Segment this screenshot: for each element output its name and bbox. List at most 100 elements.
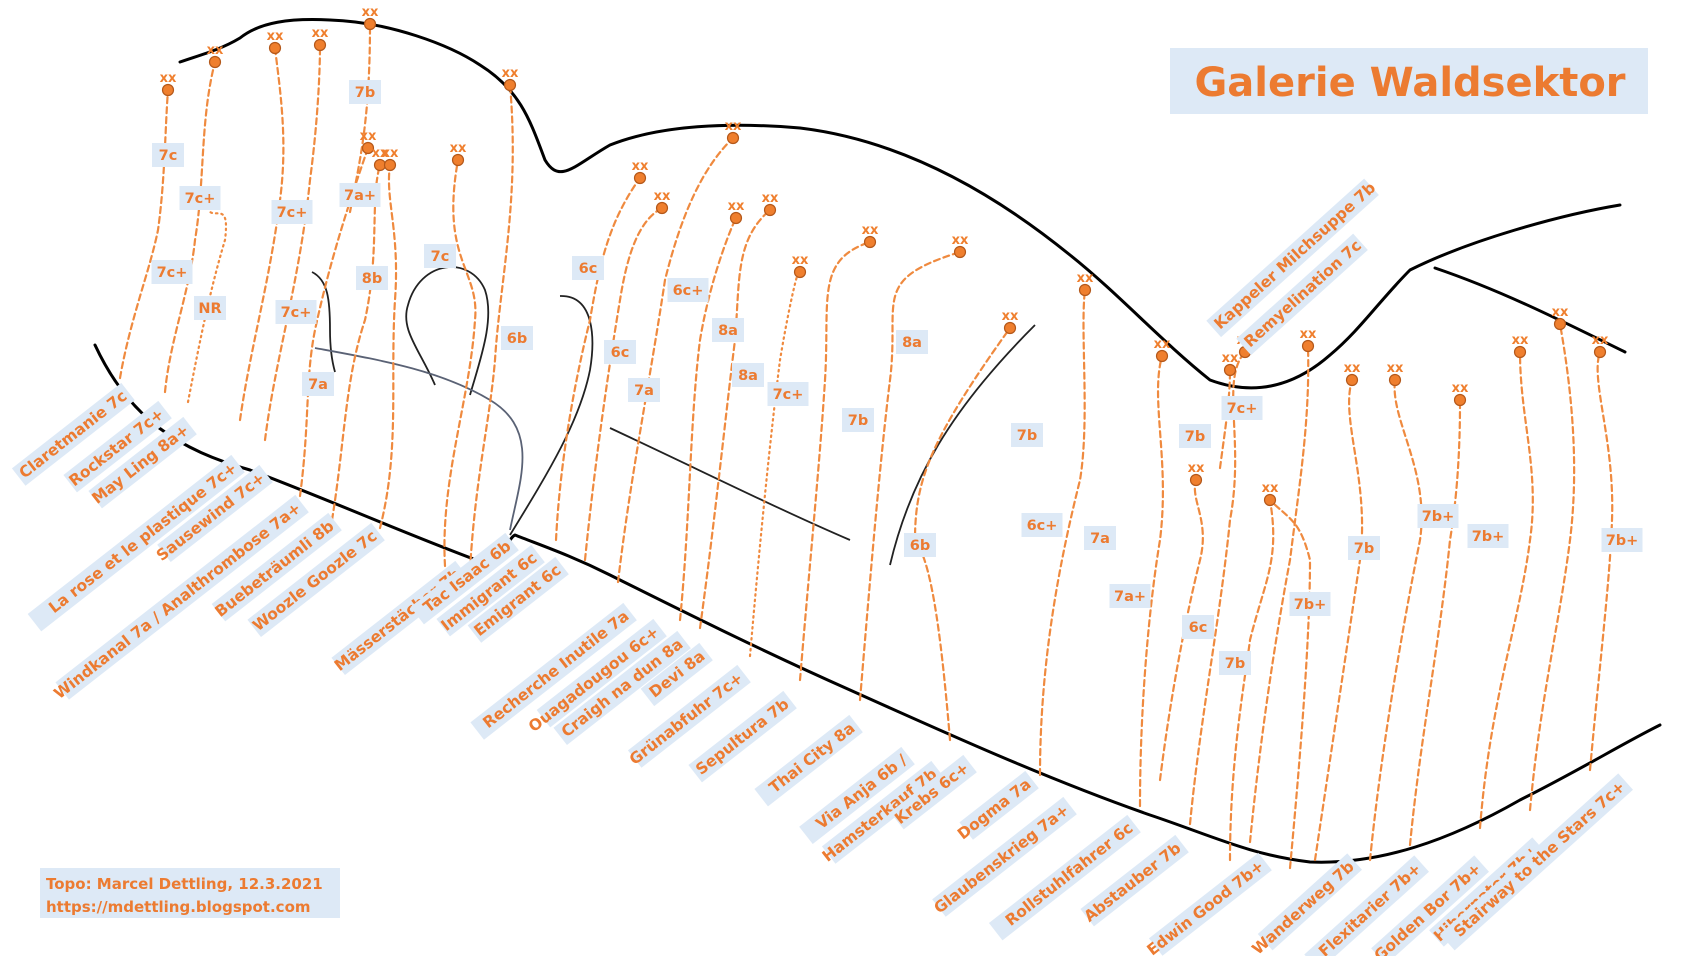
- anchor-mark: xx: [792, 253, 809, 268]
- anchor-mark: xx: [728, 199, 745, 214]
- anchor-icon: [633, 171, 647, 185]
- anchor-icon: [1155, 349, 1169, 363]
- grade-label: 7a+: [1114, 589, 1146, 605]
- anchor-icon: [655, 201, 669, 215]
- grade-label: 7a+: [344, 188, 376, 204]
- route-label-box: [553, 630, 691, 746]
- grades-layer: 7c7c+7c+NR7c+7c+7a7a+8b7c7b6b6c6c7a6c+8a…: [151, 80, 1643, 675]
- grade-label: 8a: [738, 368, 758, 384]
- route-label-box: [799, 746, 915, 845]
- route-line: [1313, 378, 1364, 862]
- route-label-box: [63, 400, 172, 493]
- route-line: [1038, 288, 1087, 777]
- route-label-box: [959, 770, 1039, 840]
- credit-url: https://mdettling.blogspot.com: [46, 898, 311, 916]
- anchor-icon: [268, 41, 282, 55]
- grade-label: 7b+: [1294, 597, 1327, 613]
- route-line: [118, 88, 170, 380]
- grade-box: [339, 183, 381, 207]
- grade-box: [628, 378, 660, 402]
- anchor-mark: xx: [450, 141, 467, 156]
- crack-left: [311, 271, 336, 373]
- anchor-icon: [1003, 321, 1017, 335]
- grade-label: 7c+: [277, 205, 308, 221]
- grade-box: [1348, 536, 1380, 560]
- crack-diagonal: [609, 427, 851, 541]
- grade-label: 7b+: [1422, 509, 1455, 525]
- grade-box: [179, 186, 221, 210]
- anchor-icon: [1513, 345, 1527, 359]
- route-label-box: [627, 664, 751, 768]
- route-label-box: [27, 454, 245, 632]
- anchor-mark: xx: [1262, 481, 1279, 496]
- route-label-box: [688, 690, 797, 783]
- route-line: [678, 216, 738, 622]
- grade-label: 6b: [507, 331, 527, 347]
- route-line: [1158, 478, 1204, 782]
- grade-box: [302, 372, 334, 396]
- anchor-mark: xx: [1387, 361, 1404, 376]
- anchor-mark: xx: [1512, 333, 1529, 348]
- anchor-mark: xx: [360, 129, 377, 144]
- route-label-box: [1304, 855, 1429, 956]
- route-label-box: [890, 754, 977, 830]
- anchor-icon: [451, 153, 465, 167]
- grade-box: [1011, 423, 1043, 447]
- anchor-mark: xx: [762, 191, 779, 206]
- anchor-mark: xx: [654, 189, 671, 204]
- route-label-box: [410, 532, 519, 625]
- grade-label: 7c+: [281, 305, 312, 321]
- credit-box: [40, 868, 340, 918]
- rock-outline-bottom: [93, 343, 1662, 864]
- grade-label: 6c+: [673, 283, 704, 299]
- grade-box: [1021, 513, 1063, 537]
- anchor-icon: [1345, 373, 1359, 387]
- route-label-box: [1206, 178, 1379, 338]
- grade-label: 7c+: [1227, 401, 1258, 417]
- route-line: [858, 250, 962, 702]
- route-label-box: [436, 544, 545, 637]
- grade-label: 7b: [1354, 541, 1374, 557]
- anchor-mark: xx: [862, 223, 879, 238]
- anchor-mark: xx: [1592, 333, 1609, 348]
- anchor-icon: [361, 141, 375, 155]
- anchor-mark: xx: [1077, 271, 1094, 286]
- route-label-box: [536, 618, 667, 728]
- route-line: [1228, 498, 1275, 862]
- credit-author: Topo: Marcel Dettling, 12.3.2021: [46, 875, 323, 893]
- grade-box: [1221, 396, 1263, 420]
- grade-label: 6c+: [1027, 518, 1058, 534]
- grade-label: 7b: [355, 85, 375, 101]
- route-line: [1368, 378, 1423, 862]
- crack-blue: [314, 347, 524, 531]
- grade-box: [1417, 504, 1459, 528]
- grade-box: [667, 278, 709, 302]
- grade-box: [842, 408, 874, 432]
- route-line: [378, 163, 398, 530]
- anchor-mark: xx: [502, 66, 519, 81]
- route-label: Windkanal 7a / Analthrombose 7a+: [51, 494, 309, 703]
- anchor-mark: xx: [632, 159, 649, 174]
- anchor-mark: xx: [207, 43, 224, 58]
- route-label-box: [1148, 852, 1272, 956]
- title-box: [1170, 48, 1648, 114]
- route-line: [583, 206, 664, 562]
- route-line: [443, 158, 477, 568]
- route-line: [798, 240, 872, 682]
- route-label: Rollstuhlfahrer 6c: [988, 814, 1141, 941]
- route-line: [616, 136, 735, 584]
- route-label-box: [11, 382, 135, 486]
- route-label-box: [754, 714, 863, 807]
- anchor-icon: [1593, 345, 1607, 359]
- anchor-mark: xx: [952, 233, 969, 248]
- grade-label: 8a: [902, 335, 922, 351]
- grade-box: [1084, 526, 1116, 550]
- route-line: [554, 176, 642, 542]
- grade-label: 7c: [431, 249, 450, 265]
- route-label-box: [1080, 834, 1189, 927]
- grade-label: 7a: [1090, 531, 1110, 547]
- grade-box: [151, 260, 193, 284]
- grade-box: [1182, 615, 1214, 639]
